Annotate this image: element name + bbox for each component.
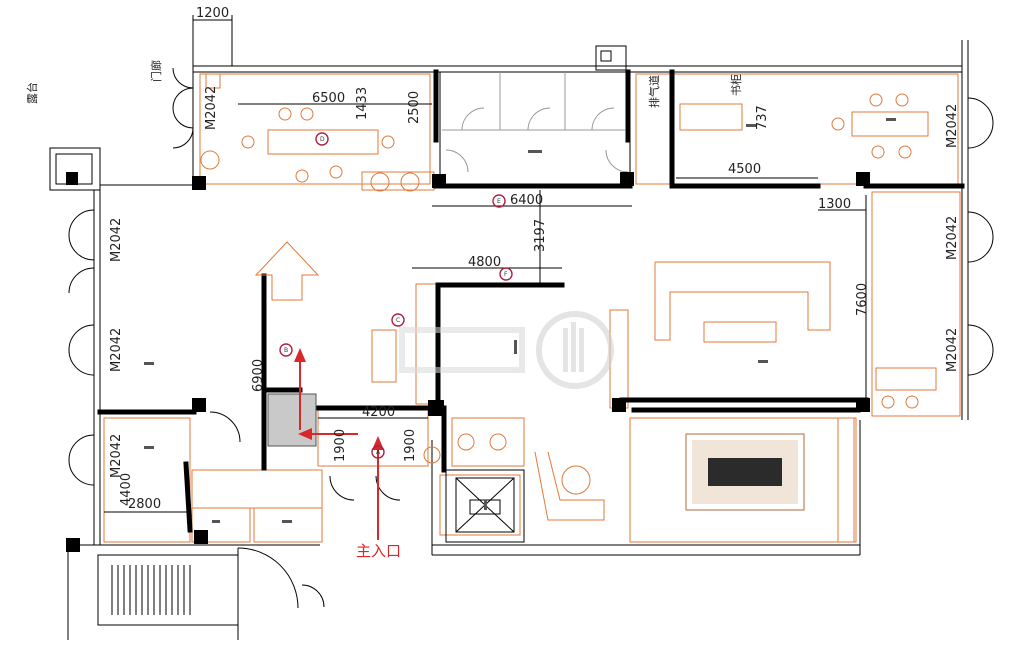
direction-arrow xyxy=(254,241,320,301)
restroom-block xyxy=(439,45,631,186)
walls xyxy=(97,69,965,533)
dim-4200: 4200 xyxy=(362,405,395,420)
porch-label: 门廊 xyxy=(149,60,163,82)
door-code-1: M2042 xyxy=(204,86,219,130)
facade-doors xyxy=(68,67,994,501)
exhaust-label: 排气道 xyxy=(647,75,661,108)
marker-b: B xyxy=(279,343,293,357)
svg-text:F: F xyxy=(504,271,508,278)
marker-e: E xyxy=(492,194,506,208)
watermark-logo xyxy=(399,311,614,389)
dim-737: 737 xyxy=(755,105,770,130)
outer-outline xyxy=(67,40,969,640)
dim-4500: 4500 xyxy=(728,162,761,177)
svg-text:A: A xyxy=(376,449,381,456)
small-room-texts xyxy=(144,118,896,523)
dim-1300: 1300 xyxy=(818,197,851,212)
chairs xyxy=(200,93,919,495)
exhaust-shaft-left xyxy=(49,147,101,191)
door-code-3: M2042 xyxy=(109,328,124,372)
marker-f: F xyxy=(499,267,513,281)
dim-1900-a: 1900 xyxy=(333,429,348,462)
main-entrance-label: 主入口 xyxy=(356,542,401,560)
entrance-arrows xyxy=(294,348,384,540)
dim-1900-b: 1900 xyxy=(403,429,418,462)
dim-2500: 2500 xyxy=(407,91,422,124)
door-code-4: M2042 xyxy=(109,434,124,478)
dim-3197: 3197 xyxy=(533,219,548,252)
door-code-7: M2042 xyxy=(945,328,960,372)
dim-6400: 6400 xyxy=(510,193,543,208)
marker-a: A xyxy=(371,445,385,459)
dim-4400: 4400 xyxy=(119,473,134,506)
svg-text:C: C xyxy=(396,317,400,324)
dim-6900: 6900 xyxy=(251,359,266,392)
marker-d: D xyxy=(315,132,329,146)
furniture-outlines xyxy=(103,73,961,543)
door-code-5: M2042 xyxy=(945,104,960,148)
dim-2800: 2800 xyxy=(128,497,161,512)
hatched-areas xyxy=(267,393,805,511)
terrace-label: 露台 xyxy=(25,82,39,104)
stair xyxy=(97,547,325,640)
door-code-2: M2042 xyxy=(109,218,124,262)
door-code-6: M2042 xyxy=(945,216,960,260)
bookcase-label: 书柜 xyxy=(730,74,743,96)
dim-7600: 7600 xyxy=(855,283,870,316)
dimension-lines xyxy=(104,15,867,513)
svg-text:B: B xyxy=(284,347,288,354)
dim-4800: 4800 xyxy=(468,255,501,270)
marker-c: C xyxy=(391,313,405,327)
dim-1433: 1433 xyxy=(355,87,370,120)
dim-6500: 6500 xyxy=(312,91,345,106)
svg-text:D: D xyxy=(320,136,325,143)
dim-1200: 1200 xyxy=(196,6,229,21)
svg-text:E: E xyxy=(497,198,501,205)
